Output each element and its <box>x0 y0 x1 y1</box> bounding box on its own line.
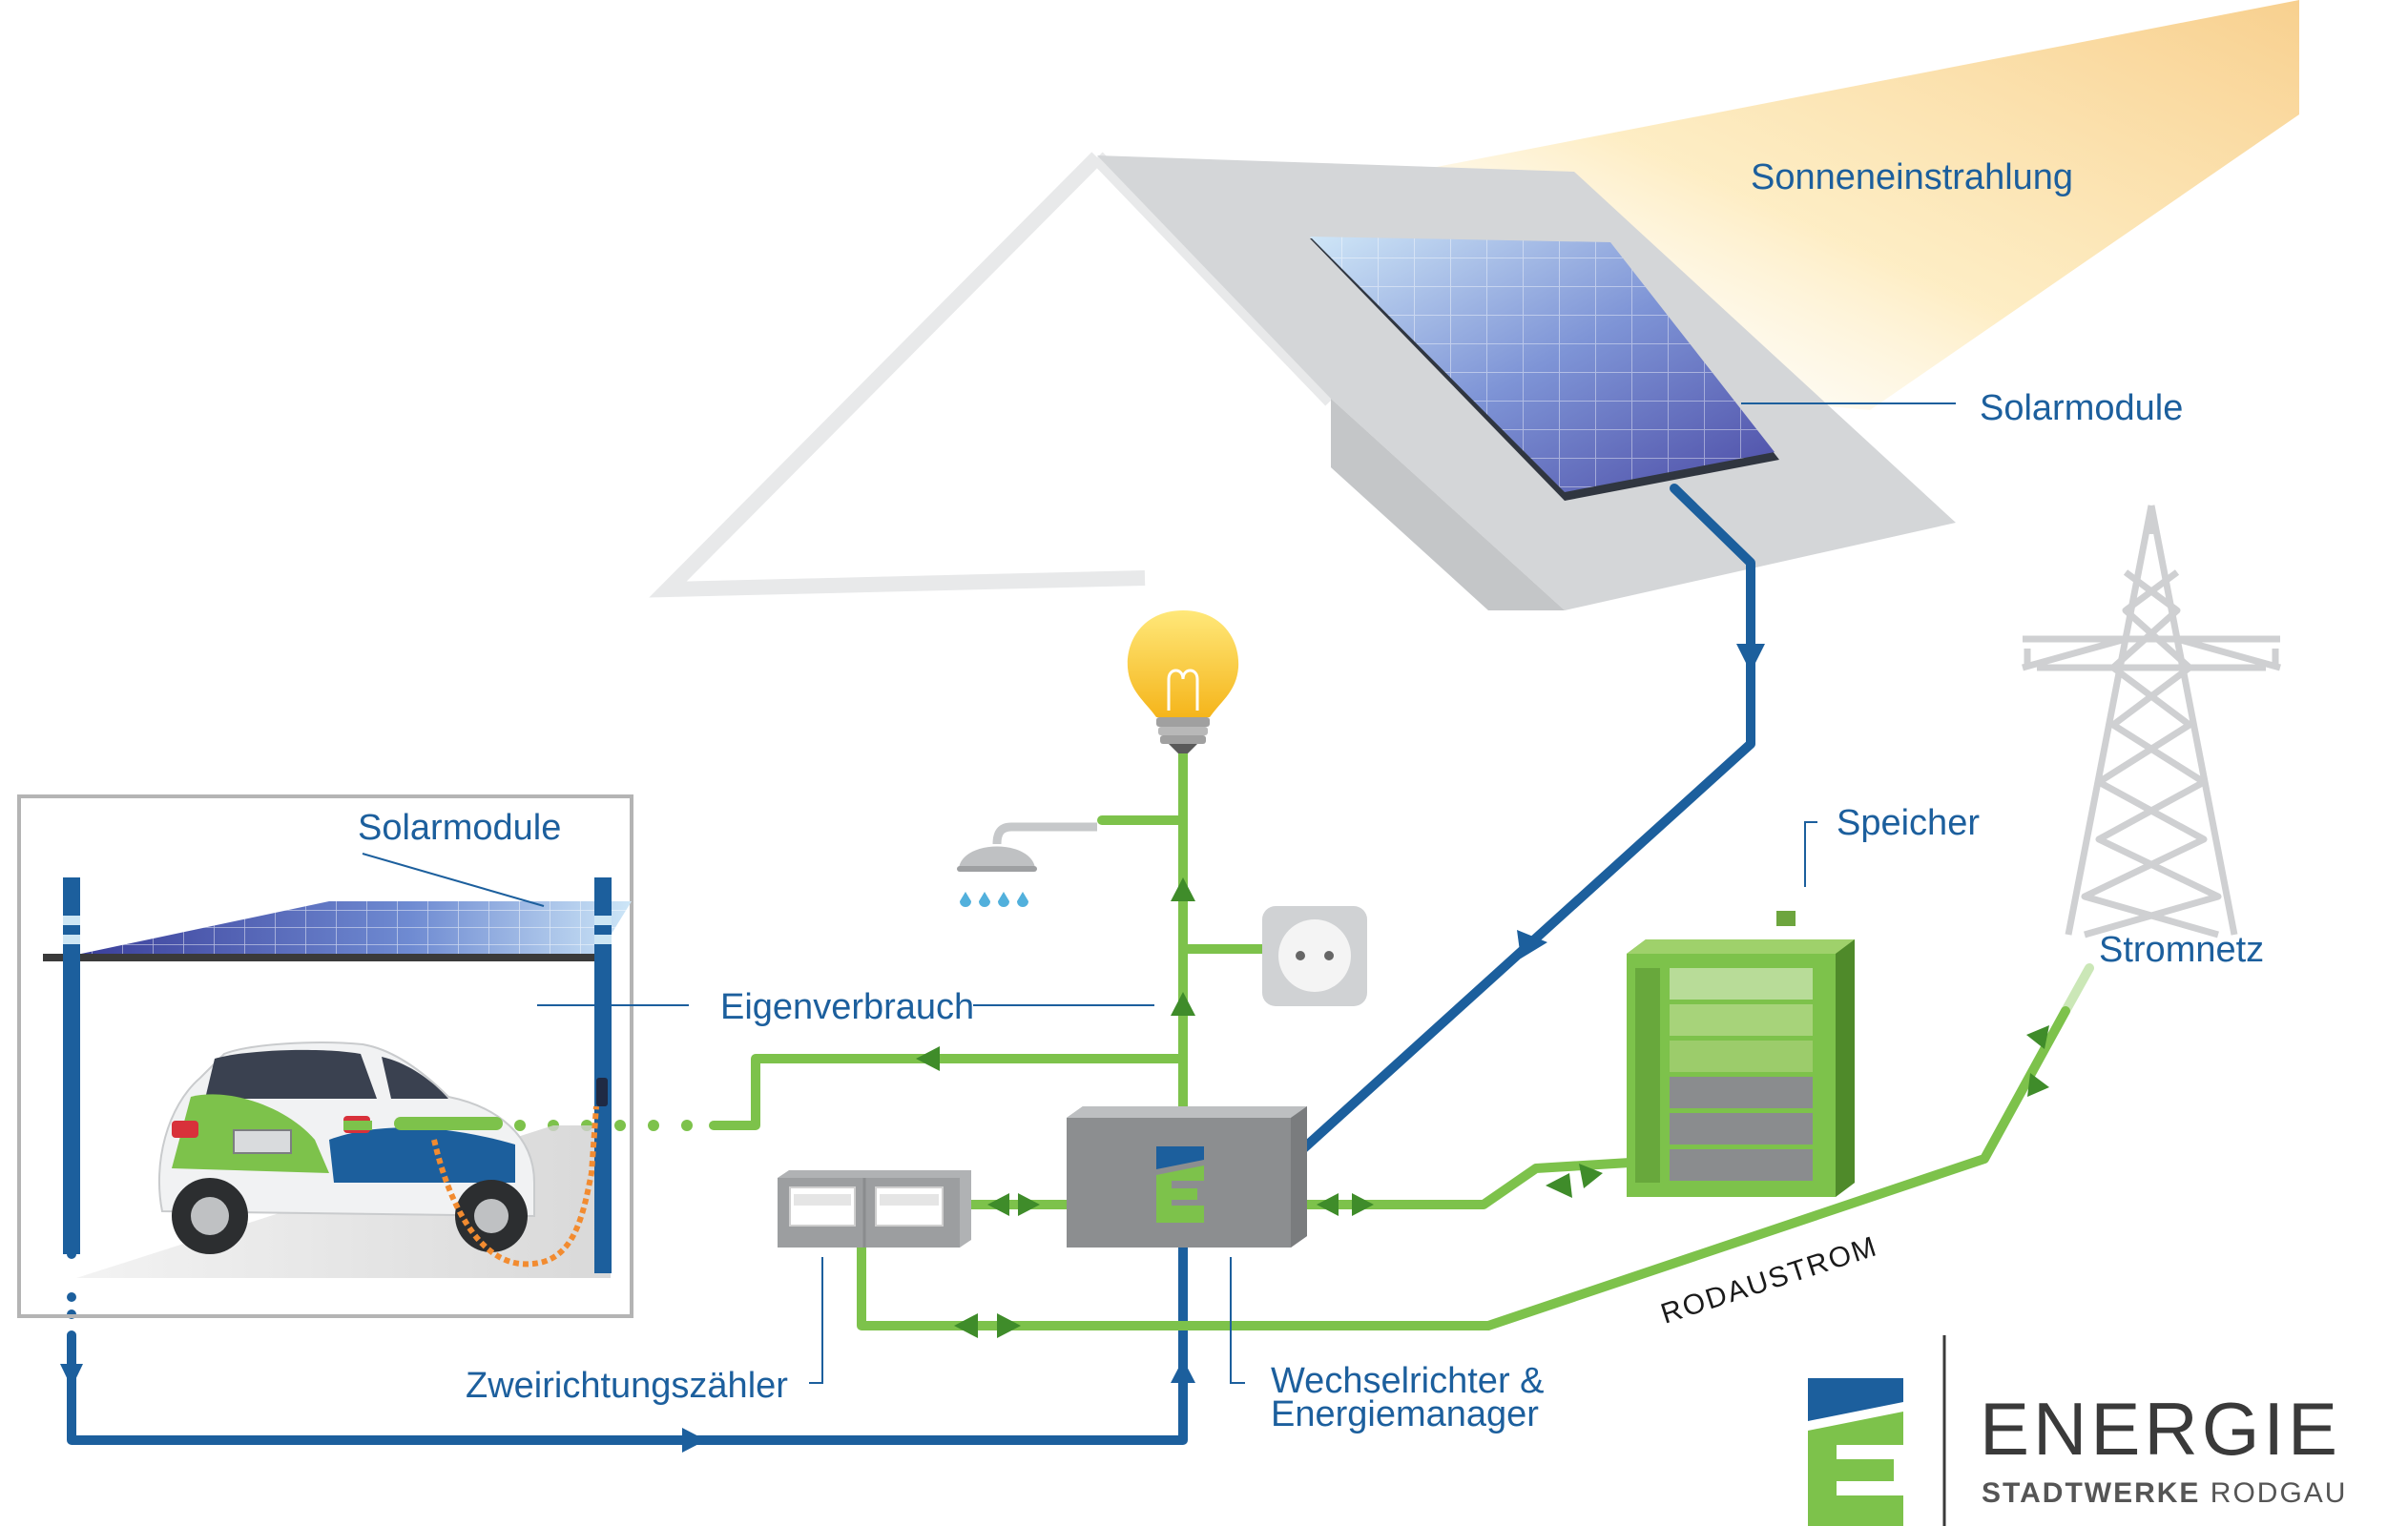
self-consumption-label: Eigenverbrauch <box>720 987 974 1027</box>
grid-label: Stromnetz <box>2099 930 2264 970</box>
company-logo: ENERGIE STADTWERKE RODGAU <box>1808 1335 2347 1526</box>
charging-cable <box>431 1105 599 1268</box>
tariff-brand-text: RODAUSTROM <box>1657 1230 1881 1330</box>
inverter-energy-manager <box>1067 1106 1307 1248</box>
logo-mark-icon <box>1156 1146 1204 1223</box>
shower-icon <box>957 822 1097 907</box>
carport-modules-label: Solarmodule <box>358 808 561 848</box>
inverter-leader <box>1230 1257 1245 1384</box>
house-outline <box>649 152 1337 598</box>
roof-modules-label: Solarmodule <box>1980 388 2183 428</box>
inverter-label-line2: Energiemanager <box>1271 1394 1539 1434</box>
company-logo-mark-icon <box>1808 1378 1903 1526</box>
company-logo-subtitle-bold: STADTWERKE <box>1982 1477 2200 1509</box>
roof-solar-panel <box>1310 237 1779 501</box>
meter-label: Zweirichtungszähler <box>466 1366 788 1406</box>
meter-leader <box>809 1257 823 1384</box>
dc-lines <box>67 484 1755 1445</box>
ac-lines <box>709 739 2070 1330</box>
light-bulb-icon <box>1127 610 1239 753</box>
ac-grid-fade <box>2061 963 2094 1016</box>
company-logo-title: ENERGIE <box>1980 1387 2341 1471</box>
company-logo-subtitle: STADTWERKE RODGAU <box>1982 1477 2347 1509</box>
sun-label: Sonneneinstrahlung <box>1751 157 2073 197</box>
storage-leader <box>1804 821 1817 887</box>
storage-label: Speicher <box>1837 803 1980 843</box>
company-logo-subtitle-regular: RODGAU <box>2211 1477 2348 1509</box>
house-roof-shadow <box>1331 399 1565 610</box>
battery-storage <box>1627 911 1855 1197</box>
bidirectional-meter <box>778 1170 971 1248</box>
power-socket-icon <box>1262 906 1367 1006</box>
carport-modules-leader <box>362 853 545 907</box>
company-logo-subtitle-space <box>2200 1477 2210 1509</box>
ac-arrows <box>916 877 2049 1338</box>
inverter-label-line1: Wechselrichter & <box>1271 1361 1545 1401</box>
carport-frame <box>17 794 633 1318</box>
power-pylon-icon <box>2022 505 2281 938</box>
dc-arrows <box>60 644 1765 1453</box>
